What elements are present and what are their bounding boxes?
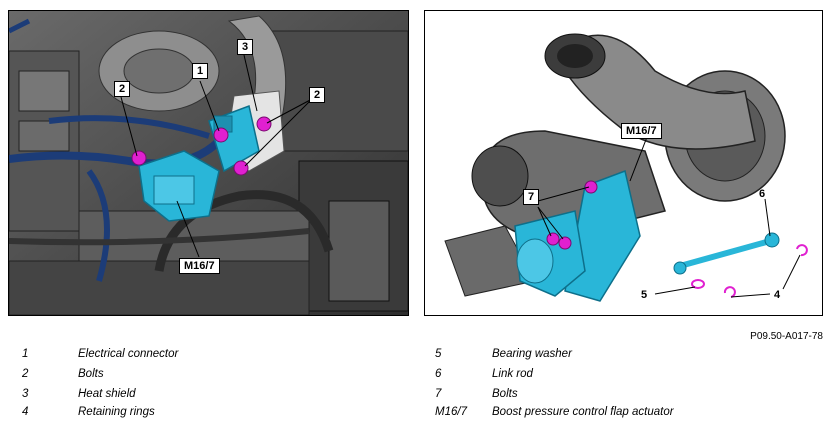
engine-illustration — [9, 11, 408, 315]
callout-retaining-rings: 4 — [774, 289, 781, 301]
legend-number: 4 — [22, 406, 29, 418]
turbocharger-view-panel: M16/7 7 6 5 4 — [424, 10, 823, 316]
legend-number: M16/7 — [435, 406, 467, 418]
callout-electrical-connector: 1 — [192, 63, 209, 79]
legend-text: Electrical connector — [78, 348, 179, 360]
legend-number: 7 — [435, 388, 442, 400]
engine-view-panel: 1 2 3 2 M16/7 — [8, 10, 409, 316]
legend-text: Heat shield — [78, 388, 136, 400]
callout-bearing-washer: 5 — [641, 289, 648, 301]
legend-number: 5 — [435, 348, 442, 360]
legend: 1 Electrical connector 2 Bolts 3 Heat sh… — [0, 347, 833, 427]
turbocharger-illustration — [425, 11, 822, 315]
legend-text: Link rod — [492, 368, 533, 380]
callout-bolts: 7 — [523, 189, 540, 205]
callout-heat-shield: 3 — [237, 39, 254, 55]
legend-text: Bearing washer — [492, 348, 572, 360]
legend-number: 1 — [22, 348, 29, 360]
legend-number: 2 — [22, 368, 29, 380]
legend-text: Bolts — [78, 368, 104, 380]
legend-number: 3 — [22, 388, 29, 400]
callout-actuator: M16/7 — [621, 123, 662, 139]
legend-text: Boost pressure control flap actuator — [492, 406, 674, 418]
figure-id: P09.50-A017-78 — [750, 331, 823, 342]
legend-number: 6 — [435, 368, 442, 380]
callout-bolts: 2 — [114, 81, 131, 97]
callout-bolts-right: 2 — [309, 87, 326, 103]
legend-text: Retaining rings — [78, 406, 155, 418]
callout-actuator: M16/7 — [179, 258, 220, 274]
legend-text: Bolts — [492, 388, 518, 400]
callout-link-rod: 6 — [759, 188, 766, 200]
